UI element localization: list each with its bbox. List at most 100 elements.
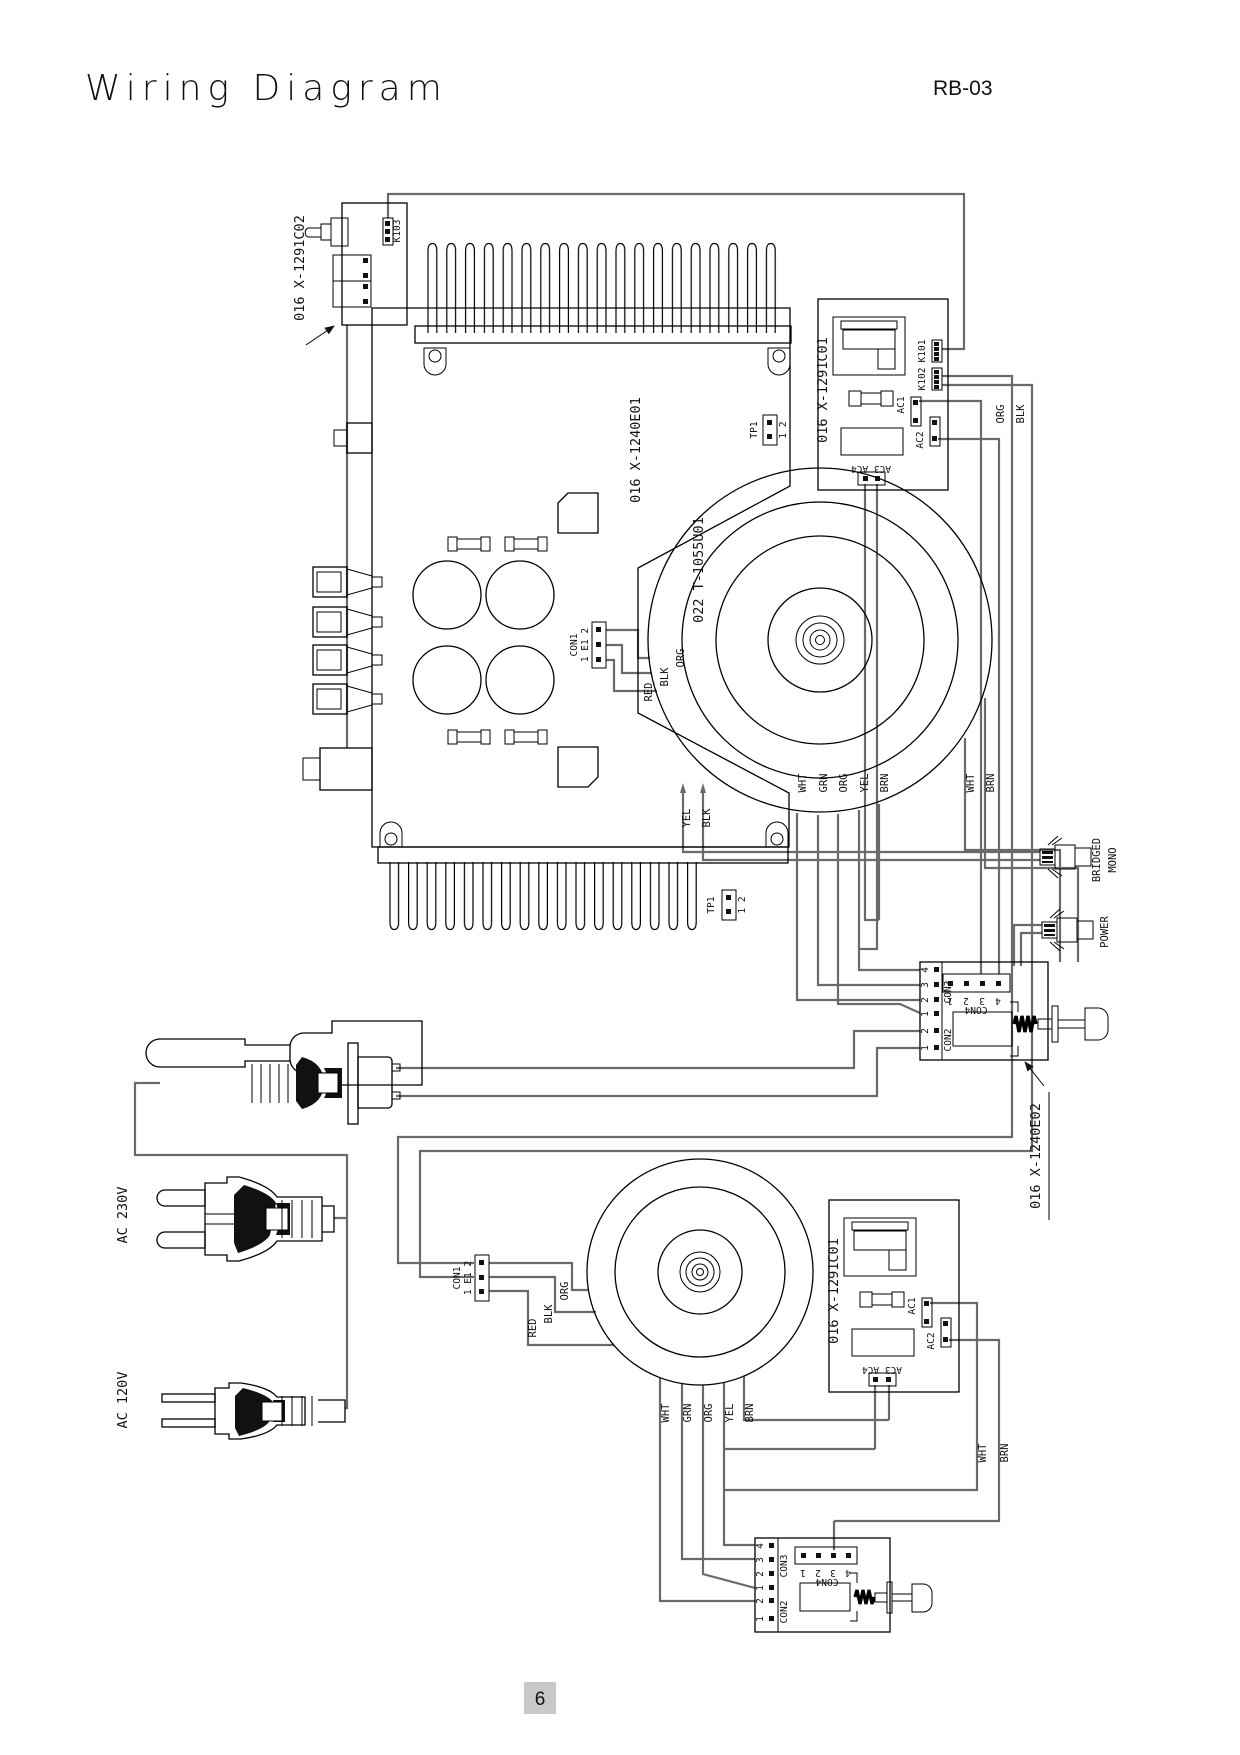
transformer-top: 022 T-1055U01 xyxy=(647,467,993,813)
pin-3: 3 xyxy=(979,995,985,1006)
mount-hole xyxy=(384,832,398,846)
ac-120v-plug: AC 120V xyxy=(115,1372,346,1440)
con1-label: CON1 xyxy=(569,633,580,656)
wire-yel-bridged xyxy=(681,788,1040,854)
wire-power-a xyxy=(1012,923,1042,966)
wire-grnb xyxy=(680,1384,755,1561)
wire-wht2 xyxy=(963,738,1062,962)
binding-post xyxy=(312,566,383,598)
grn-label: GRN xyxy=(682,1404,694,1423)
tp1-pins: 1 2 xyxy=(737,896,748,913)
brn-label: BRN xyxy=(879,774,891,793)
main-board-outline xyxy=(371,307,791,848)
iec-inlet xyxy=(347,1042,401,1125)
con2-label: CON2 xyxy=(779,1601,790,1624)
ac3-ac4-label: AC3 AC4 xyxy=(851,463,891,474)
ac2-connector: AC2 xyxy=(915,416,941,449)
org-label: ORG xyxy=(995,405,1007,424)
tp1-pins: 1 2 xyxy=(778,421,789,438)
wht-label: WHT xyxy=(977,1443,989,1463)
pin-3: 3 xyxy=(755,1557,766,1563)
heatsink-top-fins xyxy=(423,240,780,333)
input-connector-bottom xyxy=(302,747,373,791)
wire-ac4-yel xyxy=(857,484,920,972)
relay xyxy=(851,1328,915,1357)
con2-strip: 2 1 CON2 xyxy=(920,1028,954,1051)
tp1-top: TP1 1 2 xyxy=(749,414,789,446)
wire-ac3-brn xyxy=(863,484,881,922)
grn-label: GRN xyxy=(818,774,830,793)
ac-board-label: 016 X-1291C01 xyxy=(815,337,831,443)
ac1-connector: AC1 xyxy=(896,396,922,427)
power-label: POWER xyxy=(1099,916,1111,948)
mono-label: MONO xyxy=(1107,847,1119,872)
con1-bottom: CON1 1 E1 2 xyxy=(452,1254,490,1302)
switch-board-label: 016 X-1240E02 xyxy=(1028,1103,1044,1209)
power-switch xyxy=(952,1001,1109,1057)
fuse xyxy=(447,536,491,552)
blk-label: BLK xyxy=(1015,404,1027,424)
switch-board-bottom: 4 3 2 1 CON3 2 1 CON2 1 2 3 4 CON4 xyxy=(754,1537,933,1633)
wire-labels-top: ORG BLK RED WHT GRN ORG YEL BRN WHT BRN … xyxy=(643,404,1027,828)
power-switch xyxy=(799,1572,933,1622)
switch-knob xyxy=(911,1583,933,1613)
k103-label: K103 xyxy=(392,220,403,243)
pin-1: 1 xyxy=(947,995,953,1006)
connector-block xyxy=(332,280,372,308)
leader-arrow xyxy=(305,325,335,346)
org-label: ORG xyxy=(703,1404,715,1423)
ac-230v-label: AC 230V xyxy=(115,1187,131,1244)
tp1-bottom: TP1 1 2 xyxy=(706,889,748,921)
wire-ac1b xyxy=(724,1301,979,1492)
ac1-connector: AC1 xyxy=(907,1297,933,1328)
ac3-ac4-connector: AC3 AC4 xyxy=(862,1364,902,1387)
pin-2: 2 xyxy=(963,995,969,1006)
wire-power-b xyxy=(1019,931,1042,966)
pin-2: 2 xyxy=(815,1567,821,1578)
pin-4: 4 xyxy=(995,995,1001,1006)
pin-1: 1 xyxy=(755,1616,766,1622)
wire-orgb xyxy=(701,1385,756,1590)
capacitor xyxy=(485,560,555,630)
ac-board-bottom: 016 X-1291C01 AC1 AC2 AC3 AC4 xyxy=(826,1199,960,1393)
fuse xyxy=(848,390,894,407)
fuse xyxy=(859,1291,905,1308)
wire-inlet-1 xyxy=(396,1029,920,1070)
fuse xyxy=(504,536,548,552)
ac3-ac4-label: AC3 AC4 xyxy=(862,1364,902,1375)
iec-c13-plug xyxy=(145,1020,423,1109)
iec-socket xyxy=(832,316,906,376)
bracket xyxy=(423,347,447,376)
wire-blk-bridged xyxy=(701,788,1040,862)
con2-strip: 2 1 CON2 xyxy=(755,1598,790,1623)
pin-1: 1 xyxy=(920,1011,931,1017)
binding-post xyxy=(312,683,383,715)
mount-hole xyxy=(772,349,786,363)
brn-label: BRN xyxy=(999,1444,1011,1463)
wire-wht xyxy=(795,813,920,1002)
bracket xyxy=(765,821,789,848)
con3-strip: 4 3 2 1 CON3 xyxy=(755,1543,790,1591)
fuse xyxy=(447,729,491,745)
wire-con1b-org xyxy=(489,1261,589,1292)
ac-board-label: 016 X-1291C01 xyxy=(826,1238,842,1344)
con4-connector: 1 2 3 4 CON4 xyxy=(794,1546,858,1587)
org-label: ORG xyxy=(675,649,687,668)
cord-120v xyxy=(345,1218,349,1410)
speaker-binding-posts xyxy=(312,566,383,715)
capacitor xyxy=(412,645,482,715)
org-label: ORG xyxy=(559,1282,571,1301)
bridged-label: BRIDGED xyxy=(1091,838,1103,882)
blk-label: BLK xyxy=(659,667,671,687)
wire-brnb-ac4 xyxy=(742,1376,891,1422)
wire-labels-bottom: ORG BLK RED WHT GRN ORG YEL BRN WHT BRN xyxy=(527,1282,1011,1463)
con1-top: CON1 1 E1 2 xyxy=(569,621,607,669)
brn-label: BRN xyxy=(744,1404,756,1423)
pad xyxy=(557,492,599,534)
bracket xyxy=(767,347,791,376)
fuses xyxy=(447,536,548,745)
k102-label: K102 xyxy=(917,368,928,391)
main-board: 016 X-1240E01 xyxy=(302,240,792,933)
k101-label: K101 xyxy=(917,339,928,362)
